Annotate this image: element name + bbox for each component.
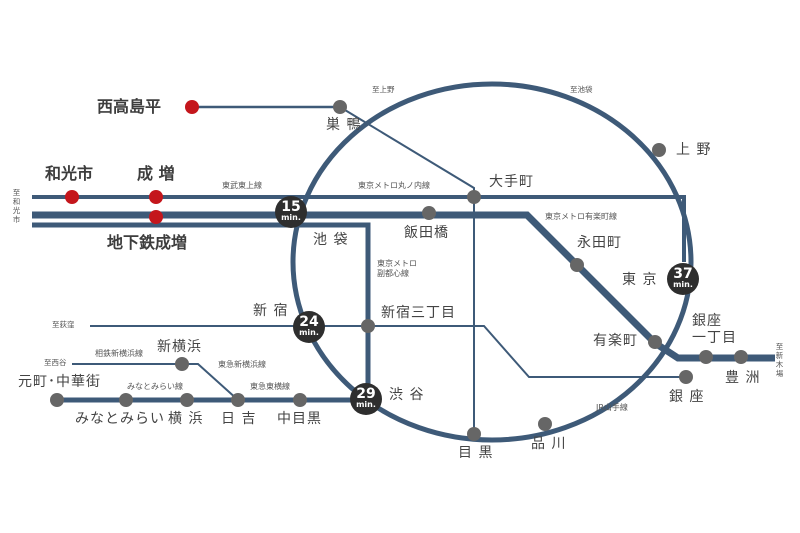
- station-dot-minatomirai: [119, 393, 133, 407]
- station-dot-iidabashi: [422, 206, 436, 220]
- station-dot-otemachi: [467, 190, 481, 204]
- label-ginza: 銀 座: [669, 389, 705, 405]
- label-minatomirai: みなとみらい: [75, 411, 165, 427]
- line-label-yamanote: JR山手線: [596, 403, 628, 412]
- hub-shinjuku-value: 24: [299, 314, 319, 330]
- label-nishitakashimadaira: 西高島平: [97, 97, 162, 116]
- label-shin-yokohama: 新横浜: [157, 339, 202, 355]
- station-dot-ueno: [652, 143, 666, 157]
- hub-shinjuku-time: 24 min.: [293, 315, 325, 337]
- label-toyosu: 豊 洲: [725, 370, 761, 386]
- hub-shibuya-time: 29 min.: [350, 387, 382, 409]
- station-dot-shin-yokohama: [175, 357, 189, 371]
- hub-tokyo: [667, 263, 699, 295]
- sotetsu-tokyu-line: [72, 363, 239, 401]
- yamanote-line-loop: [290, 81, 694, 443]
- hub-ikebukuro-time: 15 min.: [275, 200, 307, 222]
- station-dot-toyosu: [734, 350, 748, 364]
- hub-shibuya-value: 29: [356, 386, 376, 402]
- line-label-toyoko: 東急東横線: [250, 382, 290, 391]
- label-nagatacho: 永田町: [577, 235, 622, 251]
- hub-shinjuku-unit: min.: [299, 328, 319, 337]
- station-dot-meguro: [467, 427, 481, 441]
- label-tokyo: 東 京: [622, 272, 658, 288]
- label-nakameguro: 中目黒: [277, 411, 322, 427]
- station-dot-sugamo: [333, 100, 347, 114]
- label-yurakucho: 有楽町: [593, 333, 638, 349]
- line-label-yurakucho: 東京メトロ有楽町線: [545, 212, 617, 221]
- label-ueno: 上 野: [676, 142, 712, 158]
- label-otemachi: 大手町: [489, 174, 534, 190]
- origin-dot-narimasu: [149, 190, 163, 204]
- dest-shinkiba: 至新木場: [775, 342, 784, 378]
- hub-ikebukuro-unit: min.: [281, 213, 301, 222]
- label-ikebukuro: 池 袋: [313, 232, 349, 248]
- line-label-marunouchi: 東京メトロ丸ノ内線: [358, 181, 430, 190]
- label-chikatetsu-narimasu: 地下鉄成増: [107, 233, 188, 252]
- hub-ikebukuro: [275, 196, 307, 228]
- station-dot-shinagawa: [538, 417, 552, 431]
- label-motomachi: 元町･中華街: [18, 374, 101, 390]
- station-dot-ginza-itchome: [699, 350, 713, 364]
- line-label-sotetsu: 相鉄新横浜線: [95, 349, 143, 358]
- dest-ikebukuro: 至池袋: [570, 85, 593, 94]
- line-label-minatomirai: みなとみらい線: [127, 382, 183, 391]
- marunouchi-shinjuku-line: [90, 325, 686, 378]
- line-label-fukutoshin: 東京メトロ 副都心線: [377, 259, 417, 278]
- hub-shibuya: [350, 383, 382, 415]
- hub-tokyo-time: 37 min.: [667, 267, 699, 289]
- hub-ikebukuro-value: 15: [281, 199, 301, 215]
- label-sugamo: 巣 鴨: [326, 117, 362, 133]
- hub-tokyo-unit: min.: [673, 280, 693, 289]
- station-dot-shinjuku-sanchome: [361, 319, 375, 333]
- hub-shinjuku: [293, 311, 325, 343]
- station-dot-hiyoshi: [231, 393, 245, 407]
- label-shinjuku-sanchome: 新宿三丁目: [381, 305, 456, 321]
- dest-ueno: 至上野: [372, 85, 395, 94]
- label-narimasu: 成 増: [137, 164, 175, 183]
- label-iidabashi: 飯田橋: [404, 225, 449, 241]
- label-shibuya: 渋 谷: [389, 387, 425, 403]
- hub-tokyo-value: 37: [673, 266, 693, 282]
- station-dot-nakameguro: [293, 393, 307, 407]
- tobu-tojo-marunouchi-line: [32, 195, 686, 262]
- hub-shibuya-unit: min.: [356, 400, 376, 409]
- label-meguro: 目 黒: [458, 445, 494, 461]
- label-wakoshi: 和光市: [45, 164, 94, 183]
- dest-ogikubo: 至荻窪: [52, 320, 75, 329]
- label-hiyoshi: 日 吉: [221, 411, 257, 427]
- sugamo-otemachi-line: [339, 106, 475, 434]
- origin-dot-wakoshi: [65, 190, 79, 204]
- dest-nishiya: 至西谷: [44, 358, 67, 367]
- line-label-tobu-tojo: 東武東上線: [222, 181, 262, 190]
- station-dot-motomachi: [50, 393, 64, 407]
- station-dot-yokohama: [180, 393, 194, 407]
- station-dot-nagatacho: [570, 258, 584, 272]
- label-ginza-itchome: 銀座 一丁目: [692, 313, 737, 346]
- label-yokohama: 横 浜: [168, 411, 204, 427]
- station-dot-ginza: [679, 370, 693, 384]
- origin-dot-nishitakashimadaira: [185, 100, 199, 114]
- line-label-tokyu-shinyokohama: 東急新横浜線: [218, 360, 266, 369]
- station-dot-yurakucho: [648, 335, 662, 349]
- dest-wakoshi: 至和光市: [12, 188, 21, 224]
- label-shinagawa: 品 川: [531, 436, 567, 452]
- label-shinjuku: 新 宿: [253, 303, 289, 319]
- fukutoshin-line-lower: [32, 222, 371, 396]
- origin-dot-chikatetsu-narimasu: [149, 210, 163, 224]
